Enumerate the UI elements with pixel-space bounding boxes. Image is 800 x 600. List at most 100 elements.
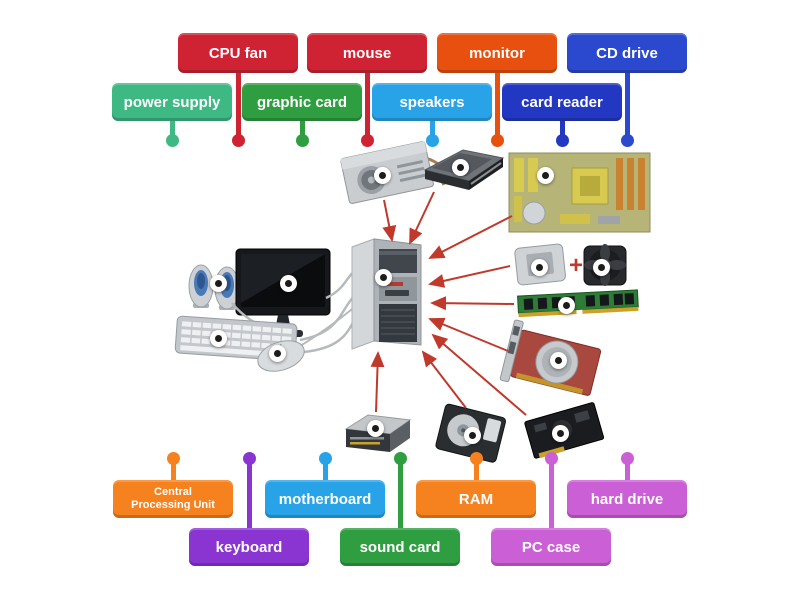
label-keyboard[interactable]: keyboard bbox=[189, 528, 309, 566]
label-text-mouse: mouse bbox=[342, 44, 392, 62]
pointer-arrow bbox=[428, 317, 509, 352]
label-dot-graphic-card[interactable] bbox=[295, 133, 309, 147]
label-text-ram: RAM bbox=[458, 490, 494, 508]
label-stem-cpu-fan bbox=[235, 71, 241, 140]
pointer-arrow bbox=[382, 199, 397, 242]
arrows bbox=[370, 191, 527, 416]
label-dot-mouse[interactable] bbox=[360, 133, 374, 147]
pointer-arrow bbox=[409, 191, 435, 245]
label-stem-mouse bbox=[364, 71, 370, 140]
target-marker-dot bbox=[284, 279, 292, 287]
target-marker-motherboard[interactable] bbox=[536, 166, 554, 184]
label-stem-sound-card bbox=[397, 458, 403, 530]
target-marker-dot bbox=[562, 301, 570, 309]
label-card-reader[interactable]: card reader bbox=[502, 83, 622, 121]
target-marker-dot bbox=[214, 279, 222, 287]
target-marker-monitor[interactable] bbox=[279, 274, 297, 292]
target-marker-dot bbox=[597, 263, 605, 271]
label-stem-speakers bbox=[429, 119, 435, 140]
label-stem-motherboard bbox=[322, 458, 328, 482]
label-dot-monitor[interactable] bbox=[490, 133, 504, 147]
target-marker-cpu[interactable] bbox=[530, 258, 548, 276]
plus-sign: + bbox=[569, 252, 583, 279]
label-dot-central-processing-unit[interactable] bbox=[166, 451, 180, 465]
pc-case-image bbox=[351, 238, 422, 350]
target-marker-card-reader[interactable] bbox=[366, 419, 384, 437]
motherboard-image bbox=[508, 152, 651, 233]
target-marker-cd-drive[interactable] bbox=[451, 158, 469, 176]
pointer-arrow bbox=[428, 215, 513, 259]
label-text-cd-drive: CD drive bbox=[596, 44, 658, 62]
label-dot-motherboard[interactable] bbox=[318, 451, 332, 465]
pointer-arrow bbox=[428, 265, 511, 288]
label-dot-ram[interactable] bbox=[469, 451, 483, 465]
pointer-arrow bbox=[421, 350, 467, 409]
target-marker-dot bbox=[535, 263, 543, 271]
label-monitor[interactable]: monitor bbox=[437, 33, 557, 73]
target-marker-graphic-card[interactable] bbox=[549, 351, 567, 369]
label-text-speakers: speakers bbox=[399, 93, 465, 111]
label-stem-keyboard bbox=[246, 458, 252, 530]
target-marker-power-supply[interactable] bbox=[373, 166, 391, 184]
target-marker-ram[interactable] bbox=[557, 296, 575, 314]
label-stem-hard-drive bbox=[624, 458, 630, 482]
target-marker-dot bbox=[214, 334, 222, 342]
target-marker-keyboard[interactable] bbox=[209, 329, 227, 347]
label-ram[interactable]: RAM bbox=[416, 480, 536, 518]
label-text-power-supply: power supply bbox=[123, 93, 221, 111]
label-power-supply[interactable]: power supply bbox=[112, 83, 232, 121]
label-dot-power-supply[interactable] bbox=[165, 133, 179, 147]
label-stem-monitor bbox=[494, 71, 500, 140]
label-dot-keyboard[interactable] bbox=[242, 451, 256, 465]
target-marker-sound-card[interactable] bbox=[551, 424, 569, 442]
target-marker-dot bbox=[273, 349, 281, 357]
label-dot-cd-drive[interactable] bbox=[620, 133, 634, 147]
label-text-hard-drive: hard drive bbox=[590, 490, 664, 508]
label-dot-card-reader[interactable] bbox=[555, 133, 569, 147]
card-reader-image bbox=[344, 414, 412, 452]
label-speakers[interactable]: speakers bbox=[372, 83, 492, 121]
label-dot-sound-card[interactable] bbox=[393, 451, 407, 465]
label-text-keyboard: keyboard bbox=[215, 538, 283, 556]
label-dot-hard-drive[interactable] bbox=[620, 451, 634, 465]
label-text-graphic-card: graphic card bbox=[256, 93, 348, 111]
label-text-central-processing-unit: Central Processing Unit bbox=[131, 486, 215, 511]
target-marker-dot bbox=[379, 273, 387, 281]
label-dot-pc-case[interactable] bbox=[544, 451, 558, 465]
label-mouse[interactable]: mouse bbox=[307, 33, 427, 73]
label-cd-drive[interactable]: CD drive bbox=[567, 33, 687, 73]
target-marker-hard-drive[interactable] bbox=[463, 426, 481, 444]
target-marker-dot bbox=[468, 431, 476, 439]
target-marker-mouse[interactable] bbox=[268, 344, 286, 362]
target-marker-pc-case[interactable] bbox=[374, 268, 392, 286]
label-text-cpu-fan: CPU fan bbox=[208, 44, 268, 62]
target-marker-cpu-fan[interactable] bbox=[592, 258, 610, 276]
label-sound-card[interactable]: sound card bbox=[340, 528, 460, 566]
label-hard-drive[interactable]: hard drive bbox=[567, 480, 687, 518]
label-stem-pc-case bbox=[548, 458, 554, 530]
label-stem-central-processing-unit bbox=[170, 458, 176, 482]
target-marker-dot bbox=[378, 171, 386, 179]
label-text-monitor: monitor bbox=[469, 44, 525, 62]
label-stem-graphic-card bbox=[299, 119, 305, 140]
label-text-card-reader: card reader bbox=[521, 93, 603, 111]
target-marker-dot bbox=[541, 171, 549, 179]
label-cpu-fan[interactable]: CPU fan bbox=[178, 33, 298, 73]
label-central-processing-unit[interactable]: Central Processing Unit bbox=[113, 480, 233, 518]
label-stem-card-reader bbox=[559, 119, 565, 140]
label-stem-power-supply bbox=[169, 119, 175, 140]
target-marker-dot bbox=[554, 356, 562, 364]
label-dot-speakers[interactable] bbox=[425, 133, 439, 147]
label-dot-cpu-fan[interactable] bbox=[231, 133, 245, 147]
ram-image bbox=[517, 289, 639, 318]
label-stem-cd-drive bbox=[624, 71, 630, 140]
label-text-sound-card: sound card bbox=[359, 538, 441, 556]
label-pc-case[interactable]: PC case bbox=[491, 528, 611, 566]
label-text-pc-case: PC case bbox=[521, 538, 581, 556]
label-graphic-card[interactable]: graphic card bbox=[242, 83, 362, 121]
pointer-arrow bbox=[431, 333, 527, 416]
target-marker-speakers[interactable] bbox=[209, 274, 227, 292]
label-motherboard[interactable]: motherboard bbox=[265, 480, 385, 518]
